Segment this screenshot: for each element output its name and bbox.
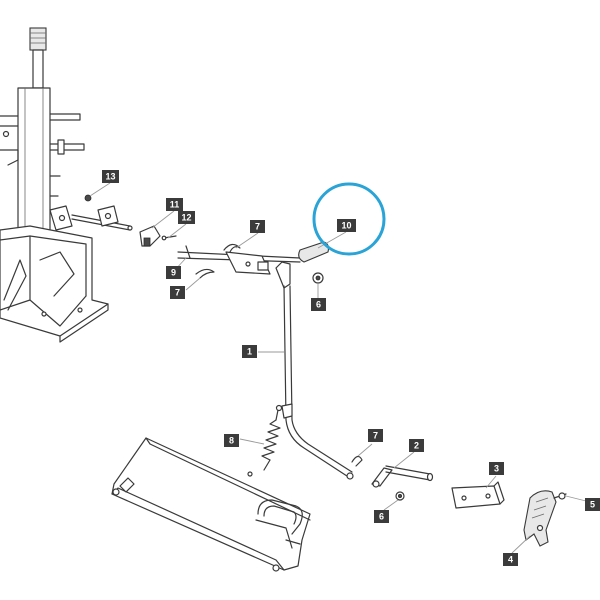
part-7-clip-left <box>195 268 215 279</box>
part-3-plate <box>451 485 501 509</box>
callout-3: 3 <box>489 462 504 475</box>
callout-label: 3 <box>494 464 499 474</box>
callout-13: 13 <box>102 170 119 183</box>
callout-6-top: 6 <box>311 298 326 311</box>
callout-label: 4 <box>508 555 513 565</box>
upper-linkage <box>177 241 330 289</box>
callout-5: 5 <box>585 498 600 511</box>
callout-4: 4 <box>503 553 518 566</box>
callout-label: 1 <box>247 347 252 357</box>
lower-linkage <box>351 455 567 547</box>
callout-label: 6 <box>316 300 321 310</box>
callout-label: 12 <box>181 213 191 223</box>
callout-11: 11 <box>166 198 183 211</box>
leader-lines <box>89 182 591 554</box>
highlight-circle <box>312 182 386 256</box>
callout-label: 9 <box>171 268 176 278</box>
callout-label: 10 <box>341 221 351 231</box>
part-4-latch <box>523 490 557 547</box>
callout-label: 6 <box>379 512 384 522</box>
callout-7-lower: 7 <box>368 429 383 442</box>
steering-column-frame <box>0 27 109 343</box>
part-13-nut <box>84 194 92 202</box>
callout-label: 2 <box>414 441 419 451</box>
callout-2: 2 <box>409 439 424 452</box>
callout-label: 5 <box>590 500 595 510</box>
callout-7-top: 7 <box>250 220 265 233</box>
callout-7-left: 7 <box>170 286 185 299</box>
callout-label: 11 <box>170 200 180 210</box>
callout-label: 7 <box>175 288 180 298</box>
callout-6-lower: 6 <box>374 510 389 523</box>
callout-12: 12 <box>178 211 195 224</box>
part-8-spring <box>261 404 283 471</box>
cover-plate <box>111 437 311 572</box>
callout-9: 9 <box>166 266 181 279</box>
callout-10: 10 <box>337 219 356 232</box>
part-7-clip-lower <box>351 455 363 467</box>
callout-label: 8 <box>229 436 234 446</box>
callout-label: 7 <box>373 431 378 441</box>
part-1-rod <box>281 285 354 480</box>
callout-label: 7 <box>255 222 260 232</box>
pivot-rod-parts <box>71 194 177 247</box>
callout-label: 13 <box>105 172 115 182</box>
callout-8: 8 <box>224 434 239 447</box>
callout-1: 1 <box>242 345 257 358</box>
part-7-clip-top <box>223 243 241 253</box>
